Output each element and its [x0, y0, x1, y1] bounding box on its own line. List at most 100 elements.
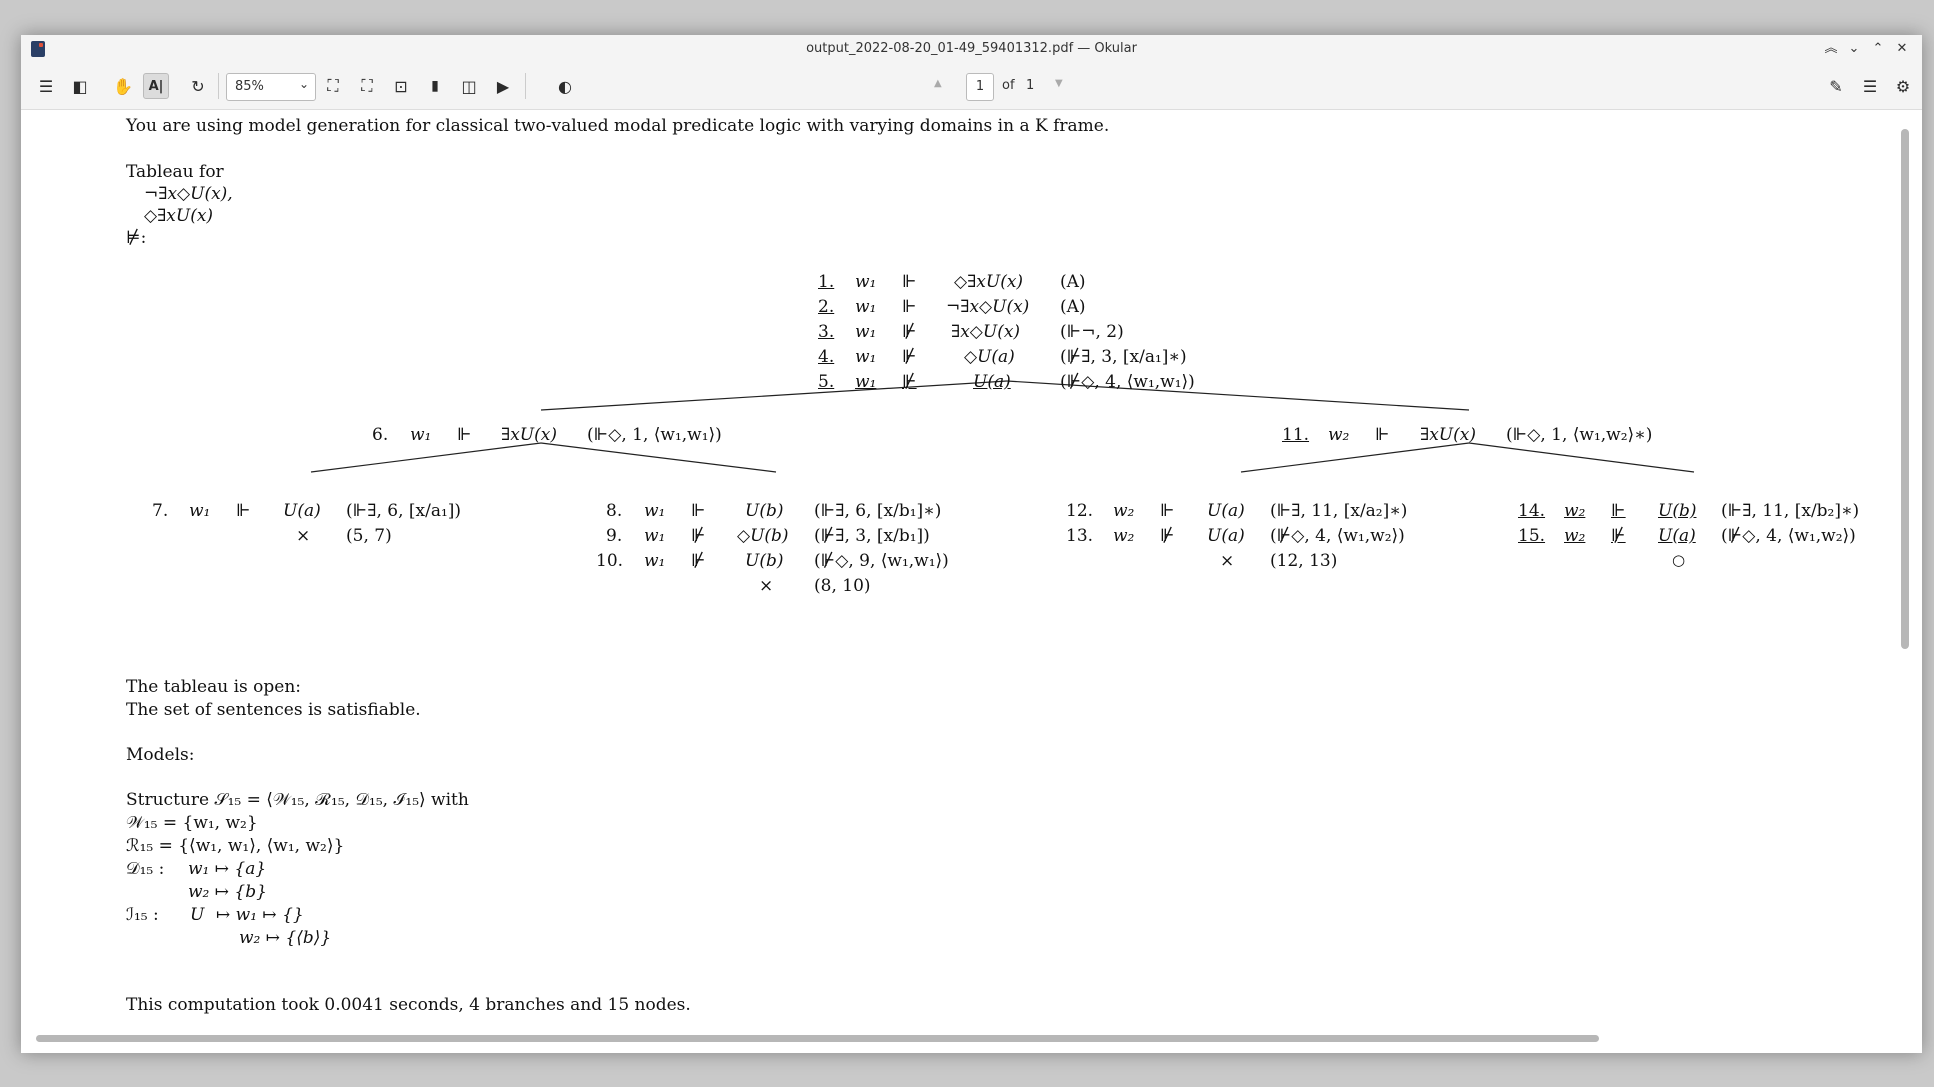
horizontal-scrollbar[interactable]	[36, 1035, 1599, 1042]
zoom-value: 85%	[235, 79, 264, 94]
structure-line: Structure 𝒮₁₅ = ⟨𝒲₁₅, ℛ₁₅, 𝒟₁₅, ℐ₁₅⟩ wit…	[126, 790, 469, 810]
relation-set: ℛ₁₅ = {⟨w₁, w₁⟩, ⟨w₁, w₂⟩}	[126, 836, 345, 856]
fit-page-icon[interactable]: ⛶	[361, 76, 373, 95]
vertical-scrollbar[interactable]	[1901, 129, 1909, 649]
node-relation: ⊮	[1611, 526, 1626, 546]
node-formula: U(b)	[745, 501, 784, 521]
annotate-pencil-icon[interactable]: ✎	[1829, 76, 1843, 96]
node-formula: ¬∃x◇U(x)	[946, 297, 1030, 317]
node-relation: ⊩	[236, 501, 251, 521]
node-justification: (⊩∃, 11, [x/a₂]∗)	[1270, 501, 1408, 521]
node-justification: (⊮∃, 3, [x/b₁])	[814, 526, 930, 546]
node-number: 12.	[1066, 501, 1094, 521]
tableau-branch-lines	[310, 380, 1695, 473]
node-number: 2.	[818, 297, 835, 317]
page-number-input[interactable]: 1	[966, 73, 994, 101]
models-heading: Models:	[126, 745, 195, 765]
node-number: 3.	[818, 322, 835, 342]
node-justification: (⊮◇, 9, ⟨w₁,w₁⟩)	[814, 551, 949, 571]
node-world: w₁	[855, 272, 877, 292]
domain-label: 𝒟₁₅ :	[126, 859, 165, 879]
worlds-set: 𝒲₁₅ = {w₁, w₂}	[126, 813, 258, 833]
facing-pages-icon[interactable]: ◫	[461, 76, 477, 96]
node-world: w₂	[1113, 526, 1135, 546]
browse-hand-icon[interactable]: ✋	[113, 76, 133, 96]
node-world: w₁	[855, 322, 877, 342]
node-world: w₁	[644, 551, 666, 571]
chevron-down-icon: ⌄	[298, 77, 309, 91]
refresh-icon[interactable]: ↻	[191, 76, 205, 96]
menu-icon[interactable]: ☰	[38, 76, 54, 96]
interpretation-w1: ↦ w₁ ↦ {}	[216, 905, 304, 925]
node-number: 15.	[1518, 526, 1546, 546]
settings-gear-icon[interactable]: ⚙	[1895, 76, 1911, 96]
node-justification: (⊮∃, 3, [x/a₁]∗)	[1060, 347, 1187, 367]
node-formula: ∃xU(x)	[501, 425, 557, 445]
title-bar: output_2022-08-20_01-49_59401312.pdf — O…	[21, 35, 1922, 63]
node-world: w₁	[644, 501, 666, 521]
sidebar-toggle-icon[interactable]: ◧	[72, 76, 88, 96]
node-relation: ⊩	[902, 272, 917, 292]
node-relation: ⊮	[691, 551, 706, 571]
interpretation-w2: w₂ ↦ {⟨b⟩}	[239, 928, 332, 948]
node-relation: ⊩	[1160, 501, 1175, 521]
interpretation-label: ℐ₁₅ :	[126, 905, 159, 925]
intro-text: You are using model generation for class…	[126, 116, 1110, 136]
node-justification: (⊩∃, 11, [x/b₂]∗)	[1721, 501, 1860, 521]
color-mode-icon[interactable]: ◐	[558, 76, 572, 96]
node-justification: (⊩¬, 2)	[1060, 322, 1124, 342]
close-icon[interactable]: ✕	[1896, 41, 1908, 56]
node-formula: U(a)	[1207, 526, 1245, 546]
minimize-icon[interactable]: ⌄	[1848, 41, 1860, 56]
text-select-icon[interactable]: A|	[143, 73, 169, 99]
node-number: 5.	[818, 372, 835, 392]
node-world: w₁	[855, 347, 877, 367]
keep-above-icon[interactable]: ︽	[1824, 41, 1838, 56]
node-world: w₂	[1328, 425, 1350, 445]
toolbar-separator	[218, 73, 219, 99]
node-formula: ∃x◇U(x)	[951, 322, 1021, 342]
node-relation: ⊮	[902, 347, 917, 367]
tableau-open-text: The tableau is open:	[126, 677, 302, 697]
closed-branch-mark: ×	[1220, 551, 1235, 571]
premise-1: ¬∃x◇U(x),	[144, 184, 233, 204]
closed-branch-mark: ×	[759, 576, 774, 596]
closed-branch-justification: (8, 10)	[814, 576, 871, 596]
node-relation: ⊮	[1160, 526, 1175, 546]
node-justification: (⊩◇, 1, ⟨w₁,w₂⟩∗)	[1506, 425, 1653, 445]
okular-app-icon	[31, 41, 45, 57]
zoom-select[interactable]: 85% ⌄	[226, 73, 316, 101]
node-number: 1.	[818, 272, 835, 292]
node-formula: U(a)	[1207, 501, 1245, 521]
next-page-icon[interactable]: ▼	[1055, 78, 1063, 89]
fit-width-icon[interactable]: ⛶	[327, 76, 339, 95]
okular-window: output_2022-08-20_01-49_59401312.pdf — O…	[21, 35, 1922, 1053]
maximize-icon[interactable]: ⌃	[1872, 41, 1884, 56]
node-number: 10.	[596, 551, 624, 571]
node-relation: ⊮	[691, 526, 706, 546]
node-justification: (⊮◇, 4, ⟨w₁,w₁⟩)	[1060, 372, 1195, 392]
node-number: 14.	[1518, 501, 1546, 521]
node-relation: ⊩	[1375, 425, 1390, 445]
page-total: 1	[1026, 78, 1035, 93]
previous-page-icon[interactable]: ▲	[934, 78, 942, 89]
node-justification: (A)	[1060, 272, 1086, 292]
single-page-icon[interactable]: ▮	[431, 78, 439, 94]
node-number: 8.	[606, 501, 623, 521]
node-world: w₂	[1113, 501, 1135, 521]
domain-w1: w₁ ↦ {a}	[188, 859, 267, 879]
presentation-icon[interactable]: ▶	[496, 76, 510, 96]
node-justification: (⊩∃, 6, [x/a₁])	[346, 501, 462, 521]
node-relation: ⊩	[691, 501, 706, 521]
hamburger-menu-icon[interactable]: ☰	[1862, 76, 1878, 96]
interpretation-predicate: U	[190, 905, 205, 925]
toolbar: ☰ ◧ ✋ A| ↻ 85% ⌄ ⛶ ⛶ ⊡ ▮ ◫ ▶ ◐ ▲ 1 of 1 …	[21, 63, 1922, 110]
node-relation: ⊮	[902, 322, 917, 342]
satisfiable-text: The set of sentences is satisfiable.	[126, 700, 421, 720]
window-title: output_2022-08-20_01-49_59401312.pdf — O…	[806, 41, 1137, 56]
node-relation: ⊩	[902, 297, 917, 317]
node-number: 7.	[152, 501, 169, 521]
node-number: 13.	[1066, 526, 1094, 546]
node-number: 6.	[372, 425, 389, 445]
autofit-icon[interactable]: ⊡	[394, 76, 408, 96]
